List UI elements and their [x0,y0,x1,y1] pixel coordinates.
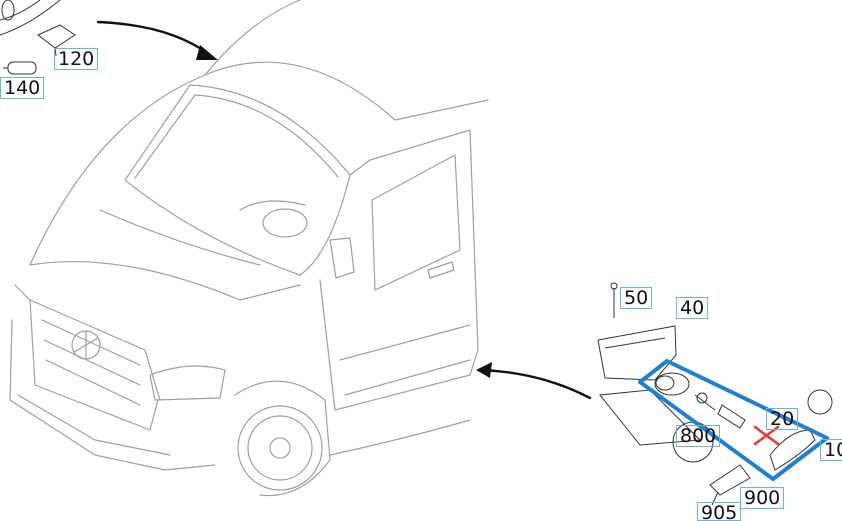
highlight-outline [638,359,829,481]
arrow-to-side [478,368,592,400]
callout-800[interactable]: 800 [676,425,721,447]
callout-50[interactable]: 50 [620,287,653,309]
parts-top-left [0,0,76,75]
arrow-to-roof [96,20,212,57]
callout-905[interactable]: 905 [697,502,742,521]
pointer-arrows [96,20,592,400]
arrowhead-side [476,362,492,378]
callout-20[interactable]: 20 [766,408,799,430]
callout-140[interactable]: 140 [0,77,45,99]
callout-10[interactable]: 10 [820,439,842,461]
callout-40[interactable]: 40 [676,297,709,319]
callout-120[interactable]: 120 [54,48,99,70]
callout-900[interactable]: 900 [740,487,785,509]
side-marker-parts [597,282,833,506]
arrowhead-roof [196,45,218,60]
van-drawing [9,0,489,497]
